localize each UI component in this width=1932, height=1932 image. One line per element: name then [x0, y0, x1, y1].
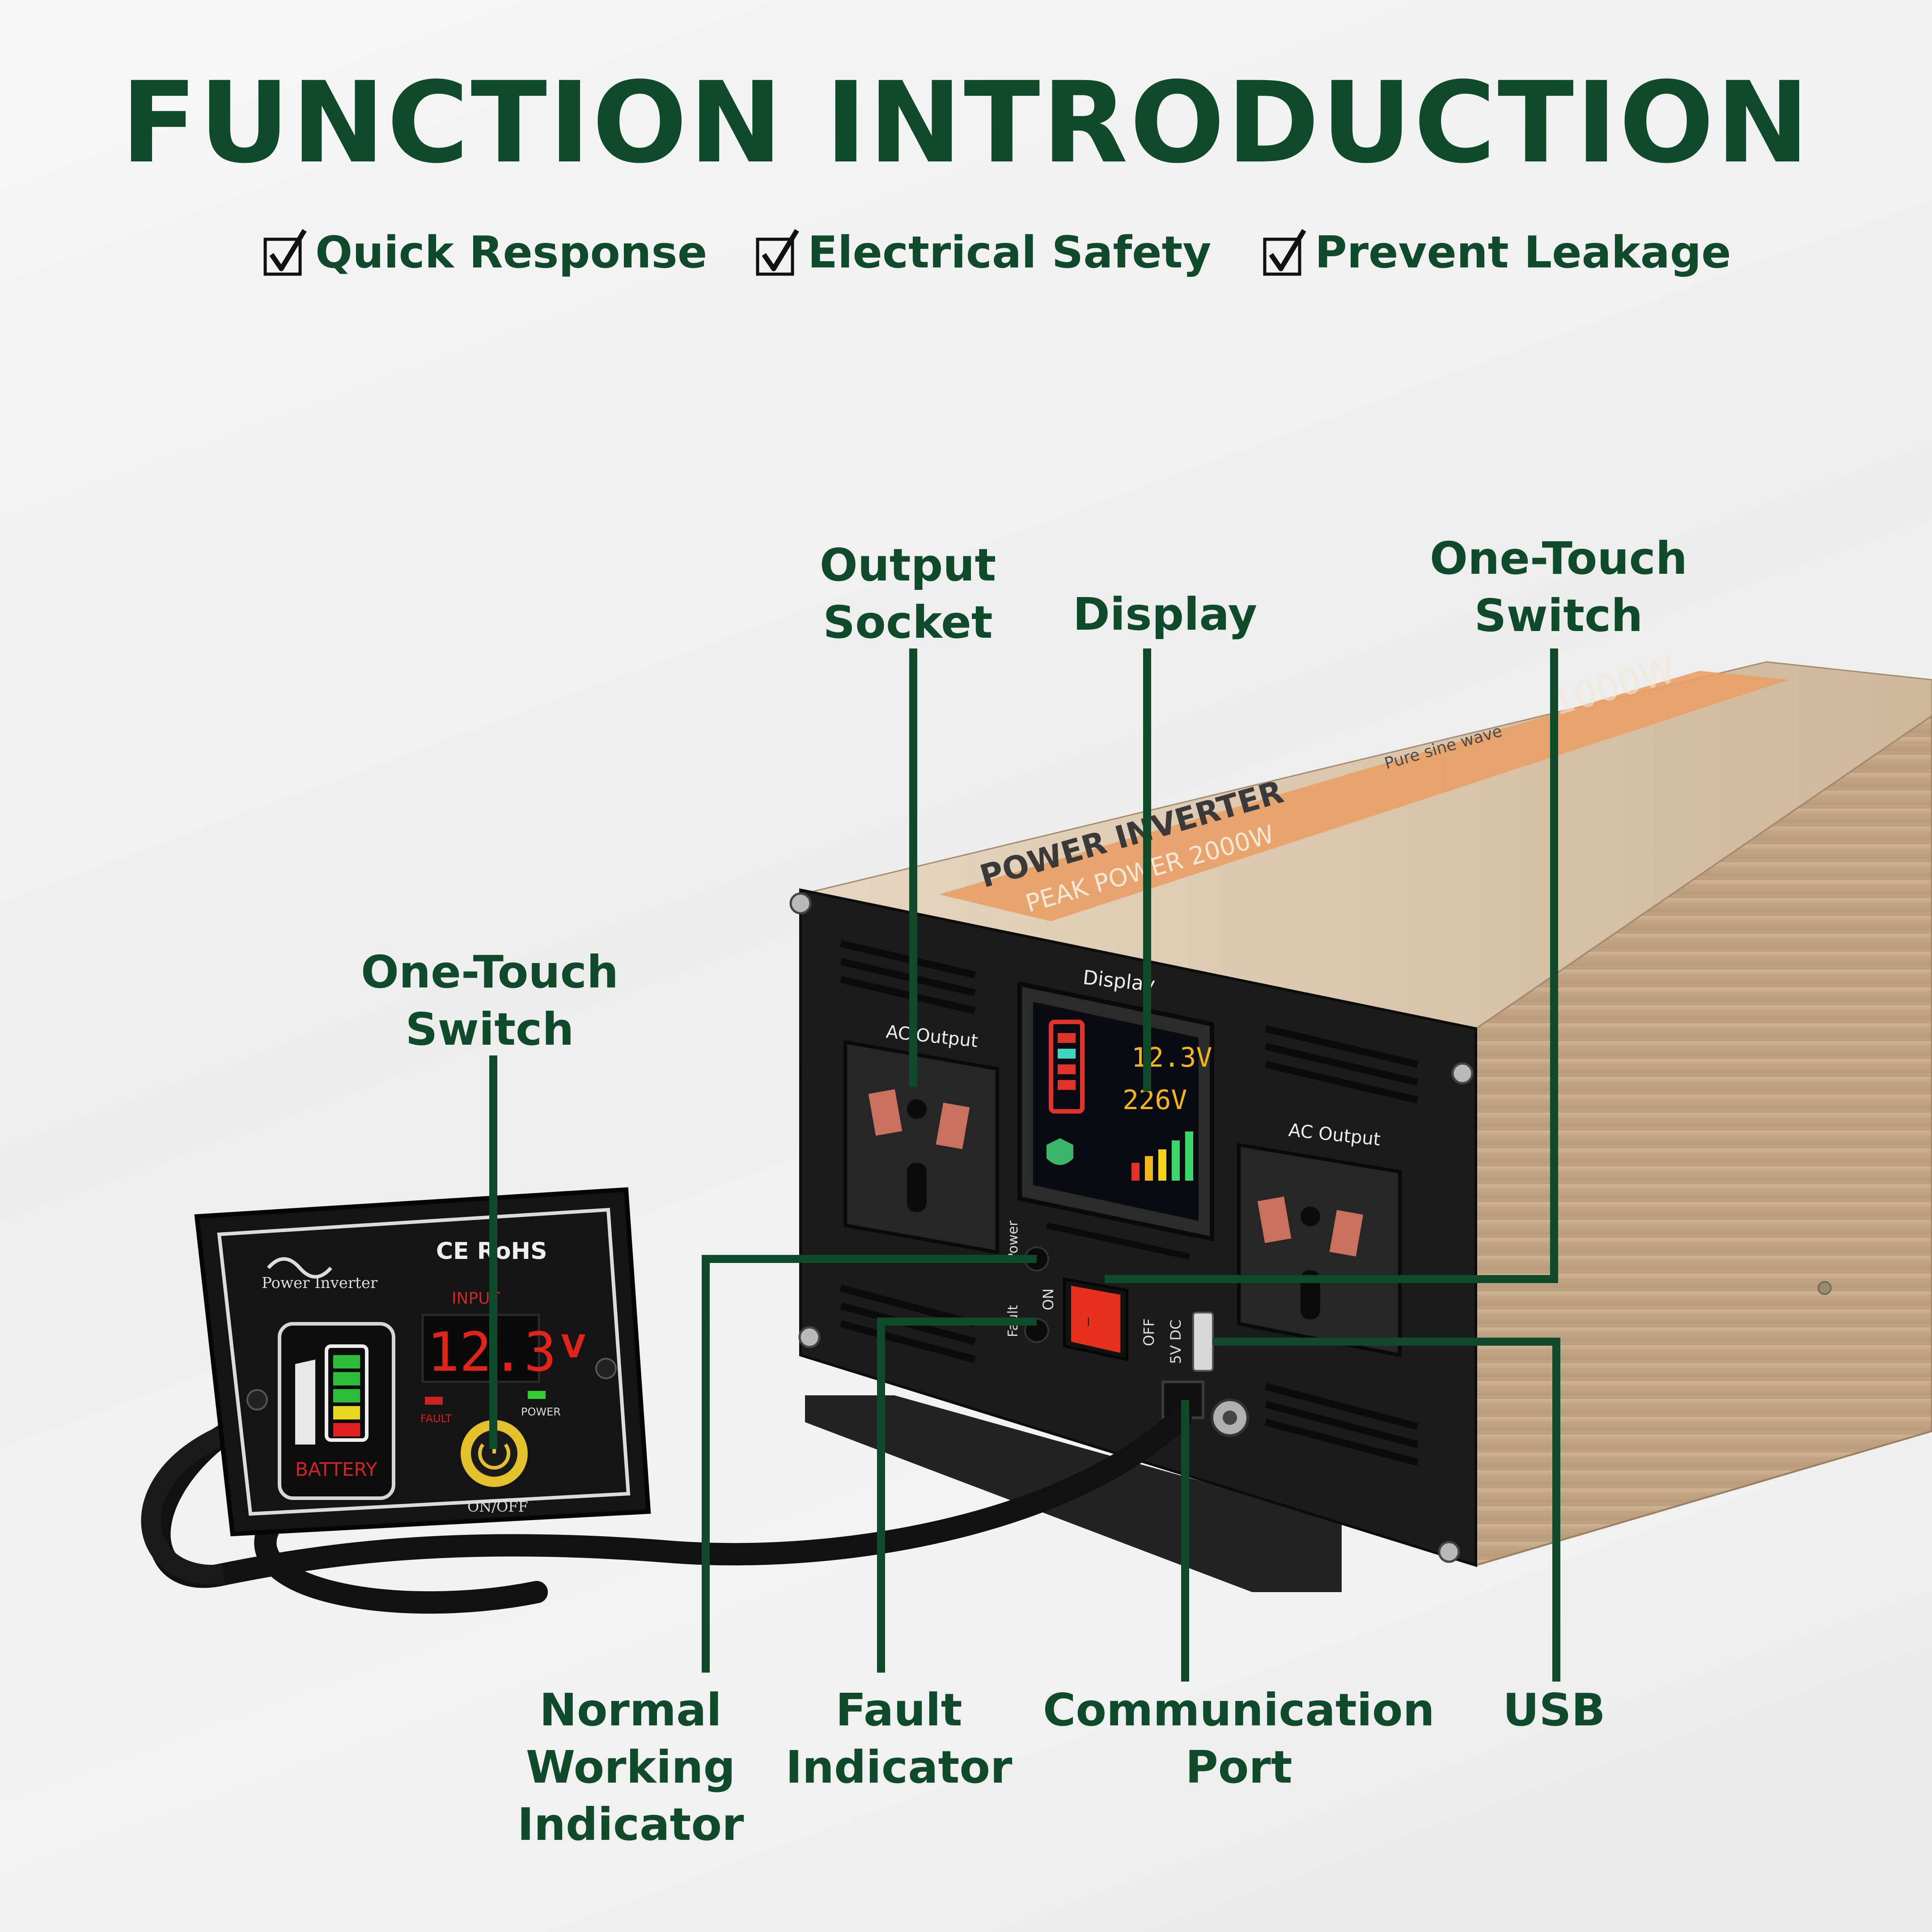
callout-line: Output [819, 539, 996, 591]
vent-slots-right [1264, 1025, 1419, 1466]
callout-line: USB [1503, 1684, 1606, 1736]
remote-switch-label: ON/OFF [467, 1498, 528, 1515]
callout-line: Fault [835, 1684, 962, 1736]
feature-quick-response: Quick Response [262, 224, 707, 282]
checkbox-checked-icon [263, 229, 307, 276]
battery-icon [325, 1344, 369, 1442]
remote-fault-led [425, 1397, 443, 1405]
callout-line: Communication [1043, 1684, 1435, 1736]
usb-label: 5V DC [1167, 1320, 1184, 1364]
callout-line: Switch [1474, 589, 1643, 642]
feature-electrical-safety: Electrical Safety [754, 224, 1211, 282]
remote-voltage-unit: V [561, 1328, 585, 1365]
inverter-label-stripe [939, 671, 1789, 921]
leader-fault-indicator [877, 1318, 1037, 1673]
callout-line: Indicator [517, 1798, 744, 1851]
feature-list: Quick Response Electrical Safety Prevent… [0, 224, 1932, 282]
leader-one-touch-switch-top [1105, 648, 1558, 1283]
checkbox-checked-icon [756, 229, 799, 276]
sine-wave-icon [267, 1257, 333, 1279]
callout-display: Display [1042, 586, 1288, 643]
callout-line: Switch [405, 1003, 574, 1055]
callout-communication-port: Communication Port [1015, 1682, 1462, 1796]
remote-brand-text: Power Inverter [262, 1274, 378, 1292]
callout-line: Port [1185, 1741, 1292, 1793]
remote-panel: Power Inverter CE RoHS INPUT 12.3 V FAUL… [194, 1187, 651, 1537]
callout-one-touch-switch-top: One-Touch Switch [1395, 530, 1722, 644]
remote-power-led [528, 1391, 546, 1399]
switch-on-label: ON [1040, 1288, 1057, 1310]
remote-fault-label: FAULT [420, 1412, 452, 1425]
callout-usb: USB [1453, 1682, 1655, 1739]
callout-one-touch-switch-remote: One-Touch Switch [326, 944, 653, 1058]
feature-label: Quick Response [315, 227, 708, 278]
page-title: FUNCTION INTRODUCTION [121, 58, 1811, 188]
callout-line: Socket [823, 596, 993, 648]
feature-label: Electrical Safety [808, 227, 1212, 278]
feature-prevent-leakage: Prevent Leakage [1261, 224, 1731, 282]
callout-line: One-Touch [360, 946, 619, 998]
feature-label: Prevent Leakage [1315, 227, 1731, 278]
callout-normal-working-indicator: Normal Working Indicator [492, 1682, 769, 1853]
switch-off-label: OFF [1140, 1318, 1157, 1346]
remote-power-label: POWER [521, 1406, 561, 1418]
callout-line: Indicator [785, 1741, 1013, 1793]
leader-usb [1213, 1338, 1560, 1682]
leader-normal-working-indicator [702, 1255, 1037, 1673]
checkbox-checked-icon [1263, 229, 1306, 276]
callout-line: Working [525, 1741, 736, 1793]
callout-line: Normal [539, 1684, 722, 1736]
remote-battery-label: BATTERY [295, 1458, 377, 1480]
power-led-label: Power [1005, 1220, 1021, 1261]
callout-fault-indicator: Fault Indicator [769, 1682, 1029, 1796]
callout-line: One-Touch [1429, 532, 1688, 585]
svg-text:I: I [1087, 1316, 1090, 1329]
callout-line: Display [1072, 588, 1258, 640]
callout-output-socket: Output Socket [792, 537, 1024, 651]
lcd-output-voltage: 226V [1123, 1085, 1187, 1116]
